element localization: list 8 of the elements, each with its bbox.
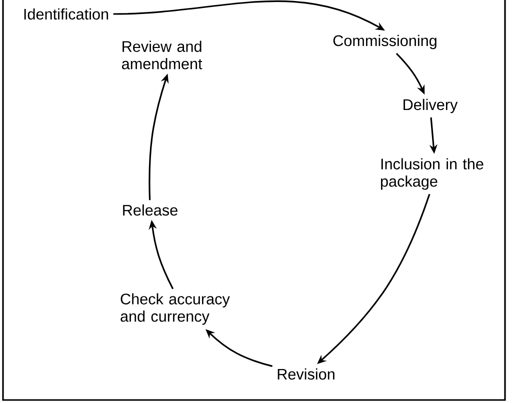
step-label: Release bbox=[123, 204, 178, 216]
step-label: Check accuracy and currency bbox=[120, 293, 230, 325]
step-label: Inclusion in the package bbox=[381, 158, 484, 190]
step-label: Revision bbox=[278, 368, 334, 380]
step-label: Delivery bbox=[404, 98, 458, 114]
step-label: Review and amendment bbox=[122, 40, 202, 70]
step-label: Identification bbox=[24, 8, 108, 20]
step-label: Commissioning bbox=[333, 34, 436, 50]
